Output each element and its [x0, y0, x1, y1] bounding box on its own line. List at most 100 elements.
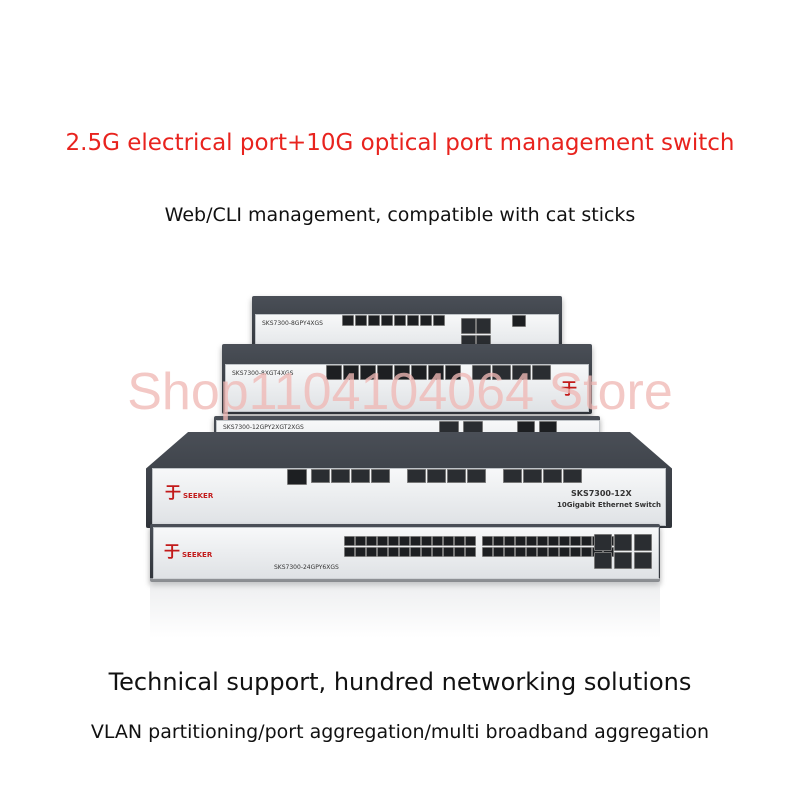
sfp-port [311, 469, 330, 483]
rj45-port [548, 536, 559, 546]
features-text: VLAN partitioning/port aggregation/multi… [90, 721, 710, 743]
rj45-port [537, 547, 548, 557]
rj45-port [432, 547, 443, 557]
rj45-port [443, 547, 454, 557]
rj45-port [355, 315, 367, 326]
switch-model-label: SKS7300-8GPY4XGS [262, 320, 323, 327]
rj45-port [377, 365, 393, 380]
rj45-port [465, 536, 476, 546]
rj45-port [394, 365, 410, 380]
switch-model-label: SKS7300-24GPY6XGS [274, 564, 339, 571]
rj45-port [559, 547, 570, 557]
rj45-port [493, 547, 504, 557]
rj45-port [515, 536, 526, 546]
rj45-port [410, 536, 421, 546]
rj45-port [537, 536, 548, 546]
sfp-port [594, 534, 612, 551]
rj45-port [559, 536, 570, 546]
sfp-port [512, 365, 531, 380]
rj45-port [377, 536, 388, 546]
rj45-port [366, 547, 377, 557]
rj45-port [366, 536, 377, 546]
rj45-port [420, 315, 432, 326]
sfp-port [476, 318, 491, 334]
rj45-port [570, 547, 581, 557]
rj45-port [515, 547, 526, 557]
rj45-port [581, 536, 592, 546]
sfp-port [634, 534, 652, 551]
rj45-port [432, 536, 443, 546]
rj45-port [482, 536, 493, 546]
page-title: 2.5G electrical port+10G optical port ma… [65, 130, 735, 156]
switch-unit-2: SKS7300-8XGT4XGS 于 [222, 344, 592, 414]
rj45-port [342, 315, 354, 326]
rj45-port [399, 536, 410, 546]
shop-watermark: Shop1104104064 Store [127, 363, 673, 421]
sfp-port [472, 365, 491, 380]
sfp-port [351, 469, 370, 483]
rj45-port [493, 536, 504, 546]
rj45-port [512, 315, 526, 327]
sfp-port [447, 469, 466, 483]
rj45-port [433, 315, 445, 326]
rj45-port [343, 365, 359, 380]
rj45-port [504, 536, 515, 546]
sfp-port [523, 469, 542, 483]
rj45-port [581, 547, 592, 557]
rj45-port [526, 536, 537, 546]
rj45-port [411, 365, 427, 380]
brand-logo: 于 [561, 379, 578, 398]
sfp-port [503, 469, 522, 483]
support-text: Technical support, hundred networking so… [108, 668, 692, 696]
rj45-port [504, 547, 515, 557]
rj45-port [443, 536, 454, 546]
rj45-port [287, 469, 307, 485]
rj45-port [399, 547, 410, 557]
rj45-port [360, 365, 376, 380]
rj45-port [355, 547, 366, 557]
rj45-port [394, 315, 406, 326]
rj45-port [381, 315, 393, 326]
rj45-port [454, 547, 465, 557]
rj45-port [344, 547, 355, 557]
rj45-port [388, 536, 399, 546]
rj45-port [465, 547, 476, 557]
rj45-port [326, 365, 342, 380]
rj45-port [526, 547, 537, 557]
sfp-port [532, 365, 551, 380]
switch-model-label: SKS7300-12X [571, 489, 632, 498]
rj45-port [548, 547, 559, 557]
sfp-port [467, 469, 486, 483]
switch-unit-1: SKS7300-8GPY4XGS [252, 296, 562, 358]
rj45-port [368, 315, 380, 326]
rj45-port [570, 536, 581, 546]
rj45-port [407, 315, 419, 326]
sfp-port [461, 318, 476, 334]
sfp-port [634, 552, 652, 569]
rj45-port [377, 547, 388, 557]
sfp-port [614, 534, 632, 551]
rj45-port [454, 536, 465, 546]
rj45-port [388, 547, 399, 557]
rj45-port [344, 536, 355, 546]
sfp-port [614, 552, 632, 569]
sfp-port [371, 469, 390, 483]
reflection [150, 578, 660, 638]
switch-model-label: SKS7300-12GPY2XGT2XGS [223, 424, 304, 431]
switch-model-label: SKS7300-8XGT4XGS [232, 370, 294, 377]
sfp-port [543, 469, 562, 483]
rj45-port [410, 547, 421, 557]
rj45-port [445, 365, 461, 380]
sfp-port [492, 365, 511, 380]
sfp-port [407, 469, 426, 483]
sfp-port [594, 552, 612, 569]
page-subtitle: Web/CLI management, compatible with cat … [164, 204, 636, 226]
rj45-port [355, 536, 366, 546]
switch-caption: 10Gigabit Ethernet Switch [557, 501, 662, 509]
rj45-port [421, 536, 432, 546]
rj45-port [421, 547, 432, 557]
